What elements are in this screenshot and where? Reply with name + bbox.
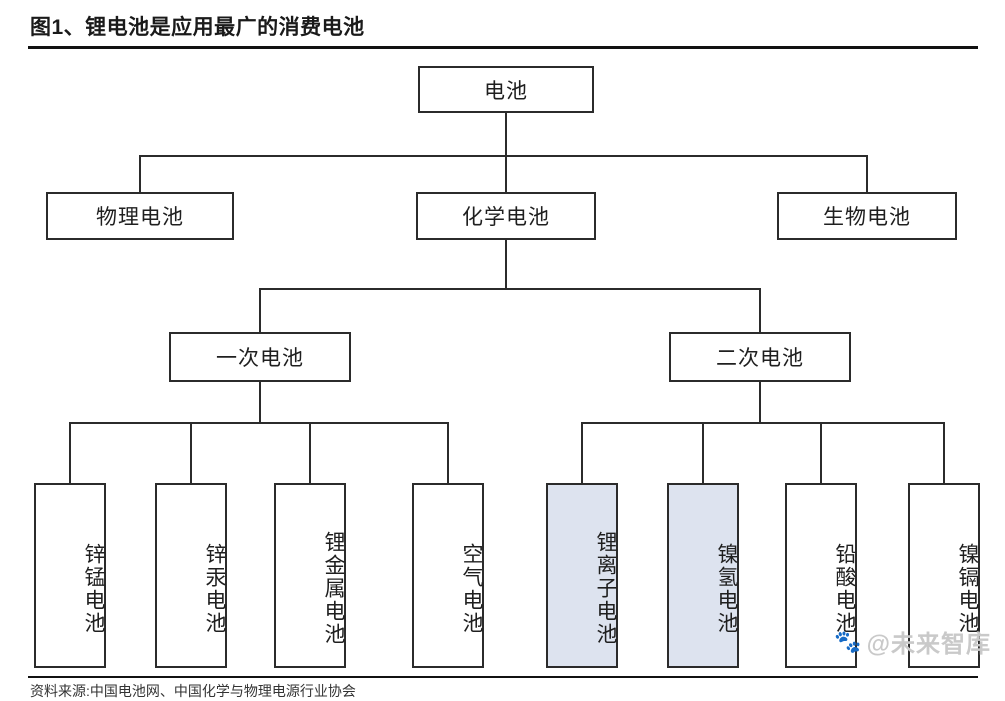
source-note: 资料来源:中国电池网、中国化学与物理电源行业协会 (30, 683, 356, 699)
edge-to-chemical (505, 155, 507, 192)
node-zinc-manganese-battery[interactable]: 锌锰电池 (34, 483, 106, 668)
edge-to-ni-mh (702, 422, 704, 483)
node-label: 一次电池 (216, 347, 304, 370)
edge-secondary-leaf-bus (581, 422, 945, 424)
node-label: 物理电池 (96, 206, 184, 229)
node-nickel-metal-hydride-battery[interactable]: 镍氢电池 (667, 483, 739, 668)
header-divider (28, 46, 978, 49)
node-primary-battery[interactable]: 一次电池 (169, 332, 351, 382)
node-label: 镍镉电池 (956, 542, 979, 635)
edge-to-biological (866, 155, 868, 192)
edge-to-zn-mn (69, 422, 71, 483)
node-lead-acid-battery[interactable]: 铅酸电池 (785, 483, 857, 668)
node-label: 生物电池 (823, 206, 911, 229)
node-nickel-cadmium-battery[interactable]: 镍镉电池 (908, 483, 980, 668)
edge-level2-bus (259, 288, 761, 290)
node-label: 镍氢电池 (715, 542, 738, 635)
node-physical-battery[interactable]: 物理电池 (46, 192, 234, 240)
node-secondary-battery[interactable]: 二次电池 (669, 332, 851, 382)
node-chemical-battery[interactable]: 化学电池 (416, 192, 596, 240)
node-lithium-ion-battery[interactable]: 锂离子电池 (546, 483, 618, 668)
node-lithium-metal-battery[interactable]: 锂金属电池 (274, 483, 346, 668)
node-label: 电池 (484, 79, 528, 103)
edge-to-secondary (759, 288, 761, 332)
edge-to-zn-hg (190, 422, 192, 483)
node-label: 化学电池 (462, 206, 550, 229)
edge-to-physical (139, 155, 141, 192)
battery-taxonomy-diagram: 电池 物理电池 化学电池 生物电池 一次电池 二次电池 锌锰电池 (0, 50, 1005, 670)
node-label: 锌汞电池 (203, 542, 226, 635)
edge-to-li-metal (309, 422, 311, 483)
node-root-battery[interactable]: 电池 (418, 66, 594, 113)
figure-header: 图1、锂电池是应用最广的消费电池 (0, 0, 1005, 50)
edge-to-primary (259, 288, 261, 332)
node-label: 锂离子电池 (594, 531, 617, 646)
edge-primary-leaf-bus (69, 422, 449, 424)
edge-chemical-stem (505, 240, 507, 288)
edge-secondary-stem (759, 382, 761, 422)
node-label: 铅酸电池 (833, 542, 856, 635)
edge-to-li-ion (581, 422, 583, 483)
node-label: 锌锰电池 (82, 542, 105, 635)
edge-to-air (447, 422, 449, 483)
page-title: 图1、锂电池是应用最广的消费电池 (30, 16, 365, 39)
node-air-battery[interactable]: 空气电池 (412, 483, 484, 668)
node-biological-battery[interactable]: 生物电池 (777, 192, 957, 240)
node-label: 锂金属电池 (322, 531, 345, 646)
node-zinc-mercury-battery[interactable]: 锌汞电池 (155, 483, 227, 668)
edge-root-stem (505, 113, 507, 155)
edge-primary-stem (259, 382, 261, 422)
node-label: 二次电池 (716, 347, 804, 370)
edge-level1-bus (139, 155, 867, 157)
edge-to-ni-cd (943, 422, 945, 483)
node-label: 空气电池 (460, 542, 483, 635)
edge-to-lead-acid (820, 422, 822, 483)
footer-divider (28, 676, 978, 678)
